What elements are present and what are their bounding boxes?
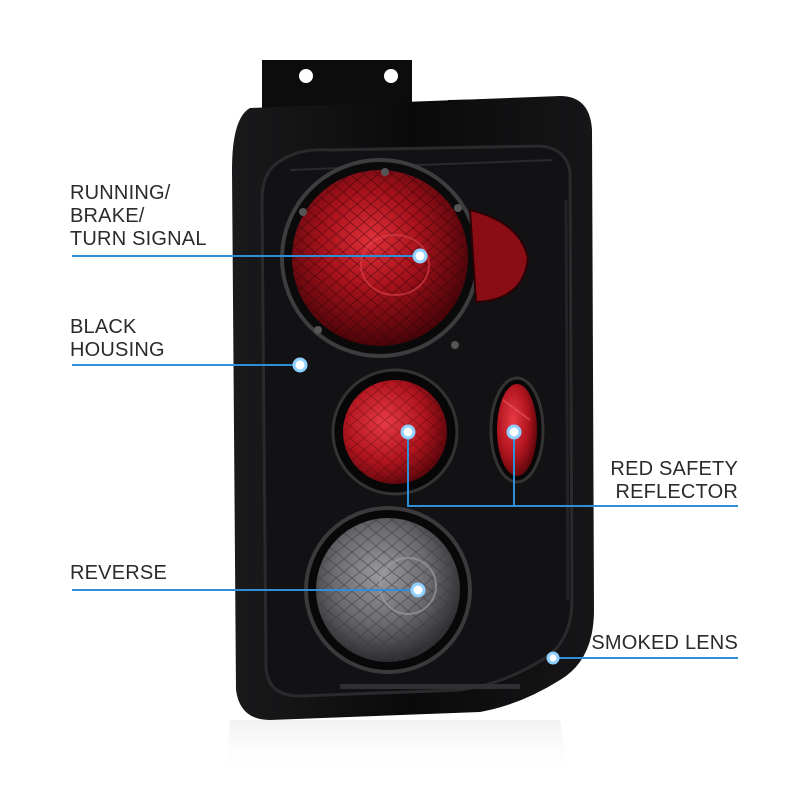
red-safety-reflector-round [331,368,459,496]
label-line: RUNNING/ [70,182,171,204]
label-line: HOUSING [70,339,165,361]
reflection [225,720,570,780]
callout-dot-housing [292,357,308,373]
label-line: RED SAFETY [610,458,738,480]
label-reverse: REVERSE [70,562,167,585]
label-line: REFLECTOR [615,481,738,503]
callout-dot-reflector-round [400,424,416,440]
callout-dot-smoked [546,651,560,665]
label-line: TURN SIGNAL [70,228,207,250]
label-running-brake-turn-signal: RUNNING/ BRAKE/ TURN SIGNAL [70,182,207,251]
lens-molded-markings [340,684,520,689]
callout-dot-reverse [410,582,426,598]
running-brake-turn-lamp [280,158,530,358]
label-smoked-lens: SMOKED LENS [591,632,738,655]
label-line: REVERSE [70,562,167,584]
callout-dots [292,248,560,665]
label-line: BRAKE/ [70,205,145,227]
label-red-safety-reflector: RED SAFETY REFLECTOR [610,458,738,504]
label-black-housing: BLACK HOUSING [70,316,165,362]
label-line: SMOKED LENS [591,632,738,654]
callout-lines [72,255,738,659]
label-line: BLACK [70,316,137,338]
callout-dot-reflector-side [506,424,522,440]
callout-dot-running [412,248,428,264]
